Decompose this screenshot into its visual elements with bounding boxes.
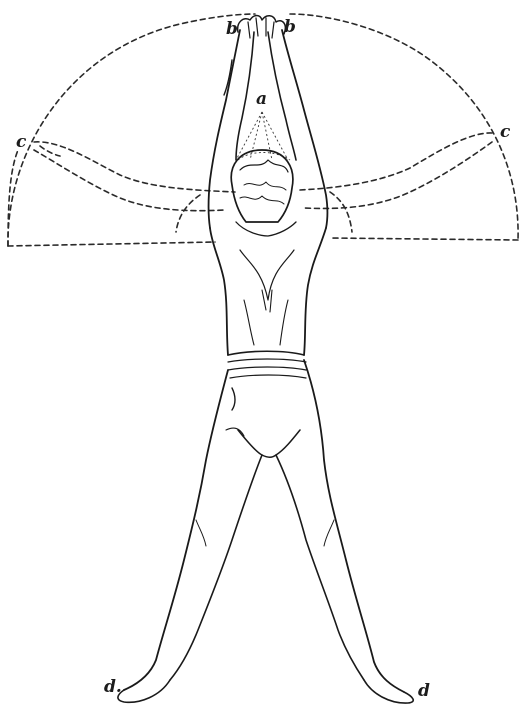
dotted-motion-lines	[236, 112, 290, 160]
dashed-arc-outline	[8, 14, 518, 246]
label-b-right: b	[284, 17, 296, 37]
torso	[210, 222, 326, 355]
label-c-left: c	[16, 132, 27, 152]
raised-arms	[209, 16, 328, 229]
legs	[118, 360, 413, 703]
label-a: a	[256, 89, 267, 109]
label-b-left: b	[226, 19, 238, 39]
waistband	[228, 351, 306, 410]
head	[231, 150, 293, 222]
label-c-right: c	[500, 122, 511, 142]
label-d-left: d.	[104, 677, 122, 697]
dashed-arm-right-horizontal	[300, 133, 492, 232]
label-d-right: d	[418, 681, 430, 701]
dashed-arm-left-horizontal	[34, 142, 235, 232]
